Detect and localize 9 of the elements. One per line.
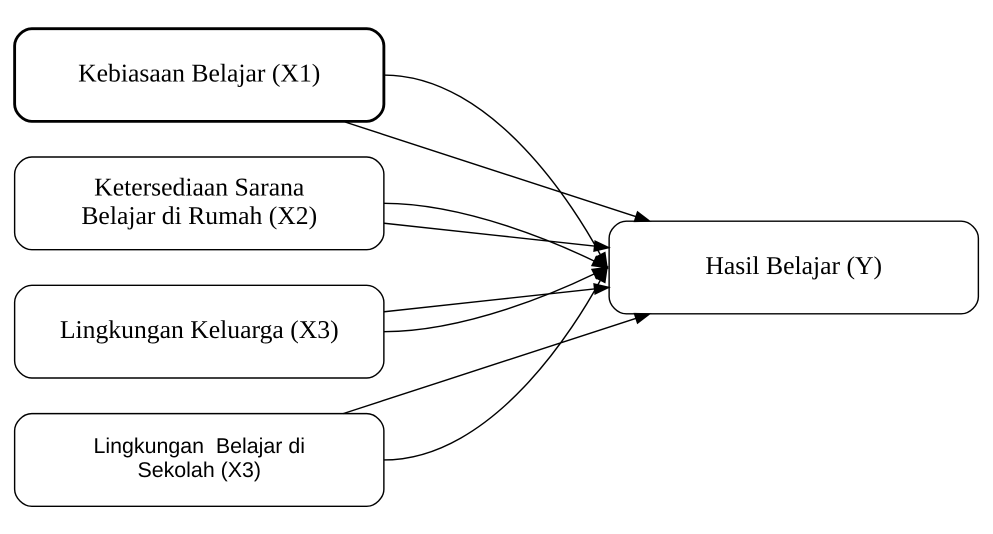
- arrow: [342, 120, 652, 222]
- node-box: Lingkungan Belajar di Sekolah (X3): [14, 412, 385, 506]
- arrow: [384, 282, 611, 312]
- node-box: Ketersediaan Sarana Belajar di Rumah (X2): [14, 156, 385, 250]
- node-box: Kebiasaan Belajar (X1): [13, 26, 386, 122]
- node-box: Lingkungan Keluarga (X3): [14, 284, 385, 378]
- node-box: Hasil Belajar (Y): [608, 220, 980, 314]
- arrow: [342, 312, 652, 414]
- arrow: [384, 222, 611, 252]
